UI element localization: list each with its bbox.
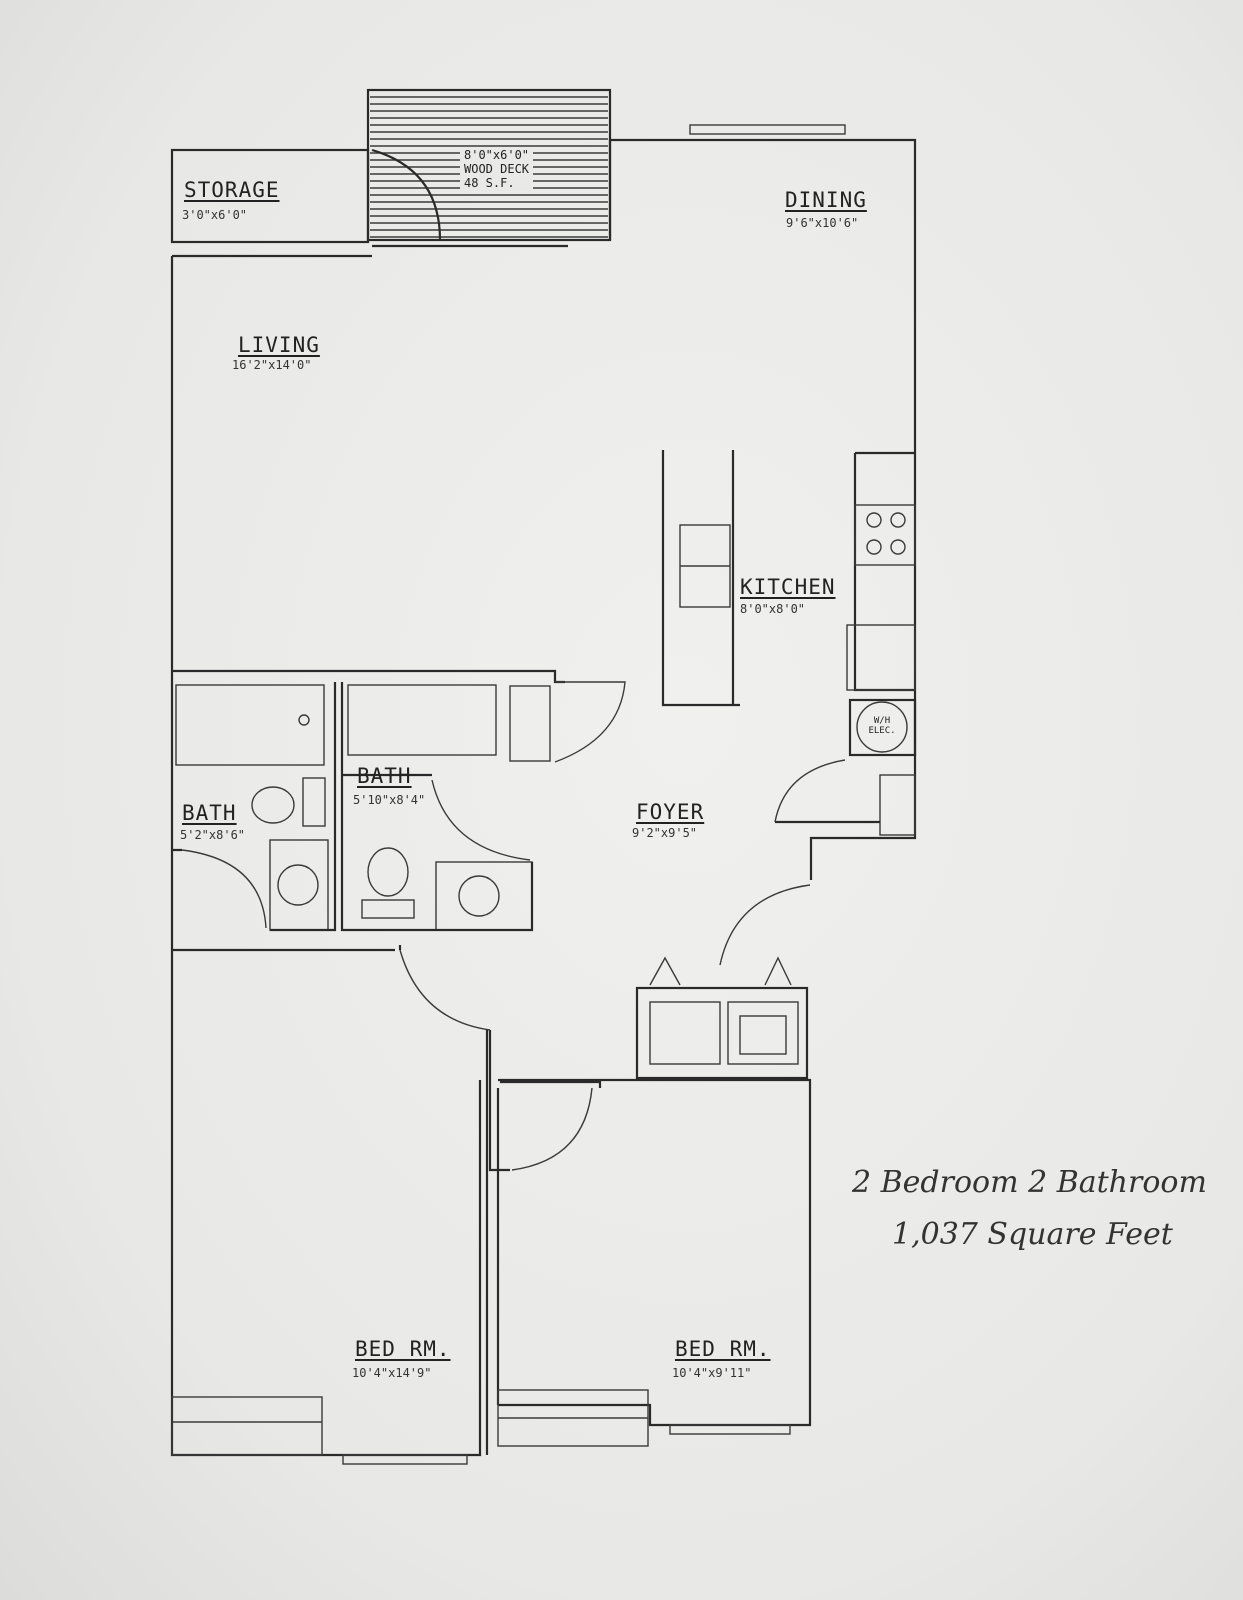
kitchen-counter (853, 451, 915, 692)
foyer-label: FOYER (636, 800, 705, 824)
wh-door-swing (774, 759, 846, 823)
dining-window (689, 124, 846, 135)
sink-left (277, 864, 319, 906)
kitchen-label: KITCHEN (740, 575, 836, 599)
storage-outline (170, 148, 370, 244)
utility-closet (879, 774, 916, 836)
washer (649, 1001, 721, 1065)
kitchen-island (661, 450, 740, 707)
toilet-tank-right (361, 899, 415, 919)
living-partition (172, 669, 565, 684)
bed-left-dims: 10'4"x14'9" (352, 1366, 432, 1380)
dryer-door (739, 1015, 787, 1055)
bed-left-closet (171, 1396, 323, 1456)
bath-right-walls (340, 682, 534, 932)
water-heater-line1: W/H (873, 716, 891, 726)
bath-right-door-swing (431, 779, 531, 861)
bed-right-window (669, 1424, 791, 1435)
toilet-left (251, 786, 295, 824)
water-heater (856, 701, 908, 753)
storage-dims: 3'0"x6'0" (182, 208, 248, 222)
bed-left-window (342, 1454, 468, 1465)
kitchen-dims: 8'0"x8'0" (740, 602, 806, 616)
bed-right-label: BED RM. (675, 1337, 771, 1361)
caption-bedrooms: 2 Bedroom 2 Bathroom (852, 1165, 1207, 1200)
refrigerator (846, 624, 916, 691)
entry-door-swing (719, 884, 811, 966)
exterior-walls (170, 138, 917, 1457)
deck-area: 48 S.F. (464, 176, 515, 190)
bed-right-walls (496, 1078, 812, 1427)
tub-drain-left (298, 714, 310, 726)
storage-label: STORAGE (184, 178, 280, 202)
bed-left-door-swing (399, 949, 491, 1031)
water-heater-closet (848, 698, 917, 757)
water-heater-label: W/H ELEC. (857, 716, 907, 736)
dining-dims: 9'6"x10'6" (786, 216, 859, 230)
burner-1 (866, 512, 882, 528)
toilet-right (367, 847, 409, 897)
foyer-dims: 9'2"x9'5" (632, 826, 698, 840)
bed-right-dims: 10'4"x9'11" (672, 1366, 752, 1380)
bath-left-label: BATH (182, 801, 237, 825)
bathtub-right (347, 684, 497, 756)
deck-dims: 8'0"x6'0" (464, 148, 530, 162)
bath-right-label: BATH (357, 764, 412, 788)
closet-door-swing (554, 681, 626, 763)
sink-right (458, 875, 500, 917)
living-label: LIVING (238, 333, 320, 357)
toilet-tank-left (302, 777, 326, 827)
hall-walls (398, 945, 602, 1172)
laundry-closet (635, 986, 809, 1080)
burner-3 (866, 539, 882, 555)
dryer (727, 1001, 799, 1065)
deck-label: 8'0"x6'0" WOOD DECK 48 S.F. (460, 147, 534, 191)
deck-name: WOOD DECK (464, 162, 530, 176)
caption-square-feet: 1,037 Square Feet (892, 1217, 1173, 1252)
deck-door-swing (371, 148, 442, 241)
bath-right-dims: 5'10"x8'4" (353, 793, 426, 807)
bath-left-door-swing (181, 849, 267, 929)
bath-left-walls (172, 682, 337, 932)
living-dims: 16'2"x14'0" (232, 358, 312, 372)
bathtub-left (175, 684, 325, 766)
dining-label: DINING (785, 188, 867, 212)
vanity-right (435, 861, 533, 931)
water-heater-line2: ELEC. (868, 726, 896, 736)
bath-left-dims: 5'2"x8'6" (180, 828, 246, 842)
laundry-bifold-doors (649, 956, 792, 986)
bed-right-door-swing (511, 1087, 593, 1171)
burner-2 (890, 512, 906, 528)
bed-left-label: BED RM. (355, 1337, 451, 1361)
burner-4 (890, 539, 906, 555)
bed-left-walls (172, 948, 489, 1455)
vanity-left (269, 839, 329, 931)
range (854, 504, 916, 566)
linen-closet (509, 685, 551, 762)
